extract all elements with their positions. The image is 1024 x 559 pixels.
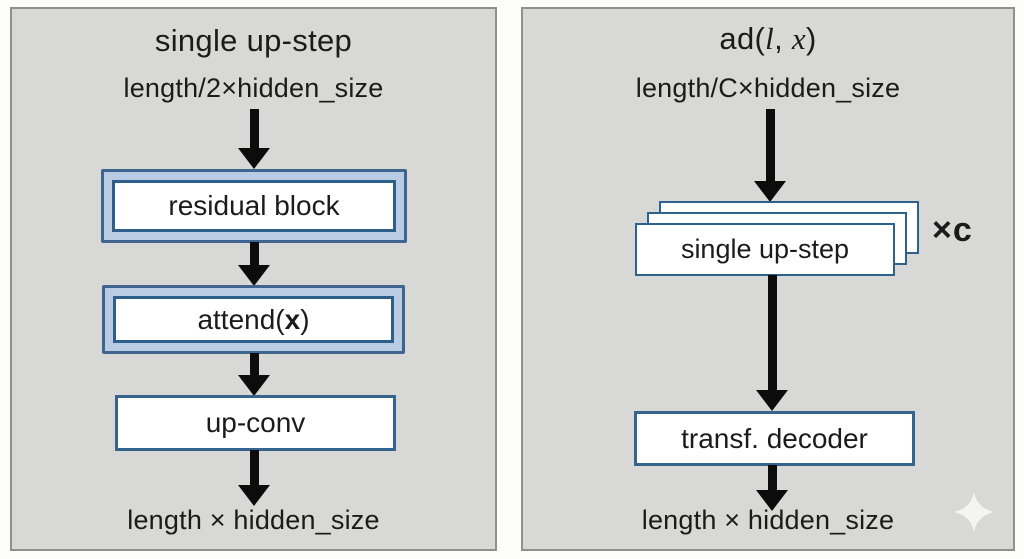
arrow-head <box>238 148 270 169</box>
up-conv-box: up-conv <box>115 395 396 451</box>
arrow-down-icon <box>756 465 788 511</box>
title-var-l: l <box>765 21 775 56</box>
single-up-step-stack-box: single up-step <box>635 223 895 276</box>
arrow-shaft <box>249 450 259 485</box>
arrow-down-icon <box>238 242 270 286</box>
single-up-step-panel: single up-step length/2×hidden_size resi… <box>10 7 497 551</box>
residual-block-box: residual block <box>101 169 407 243</box>
up-conv-label: up-conv <box>205 407 306 438</box>
attend-label: attend(x) <box>113 296 394 343</box>
arrow-head <box>238 485 270 506</box>
arrow-shaft <box>249 242 259 265</box>
stack-multiplier-label: ×c <box>932 211 973 249</box>
arrow-shaft <box>249 109 259 148</box>
stack-label: single up-step <box>680 234 850 264</box>
sparkle-icon <box>954 492 994 532</box>
arrow-down-icon <box>754 109 786 202</box>
arrow-down-icon <box>238 450 270 506</box>
arrow-shaft <box>249 353 259 375</box>
arrow-shaft <box>767 275 777 390</box>
arrow-shaft <box>767 465 777 490</box>
attend-label-prefix: attend( <box>197 303 285 335</box>
panel-title: ad(l, x) <box>523 21 1013 57</box>
arrow-head <box>238 375 270 396</box>
arrow-down-icon <box>238 353 270 396</box>
arrow-head <box>756 490 788 511</box>
arrow-down-icon <box>756 275 788 411</box>
arrow-head <box>754 181 786 202</box>
arrow-shaft <box>765 109 775 181</box>
output-shape-label: length × hidden_size <box>127 505 380 535</box>
title-suffix: ) <box>805 21 817 56</box>
title-comma: , <box>774 21 792 56</box>
input-shape-label: length/2×hidden_size <box>123 73 384 103</box>
attend-box: attend(x) <box>102 285 405 354</box>
input-shape-label: length/C×hidden_size <box>635 73 901 103</box>
arrow-head <box>756 390 788 411</box>
title-prefix: ad( <box>719 21 766 56</box>
arrow-head <box>238 265 270 286</box>
panel-title: single up-step <box>154 23 353 58</box>
ad-function-panel: ad(l, x) length/C×hidden_size single up-… <box>521 7 1015 551</box>
title-var-x: x <box>791 21 806 56</box>
residual-block-label: residual block <box>112 180 396 232</box>
transf-decoder-label: transf. decoder <box>681 422 868 454</box>
transf-decoder-box: transf. decoder <box>634 411 915 466</box>
attend-label-suffix: ) <box>300 303 310 335</box>
output-shape-label: length × hidden_size <box>641 505 895 535</box>
arrow-down-icon <box>238 109 270 169</box>
attend-label-var: x <box>284 303 301 335</box>
